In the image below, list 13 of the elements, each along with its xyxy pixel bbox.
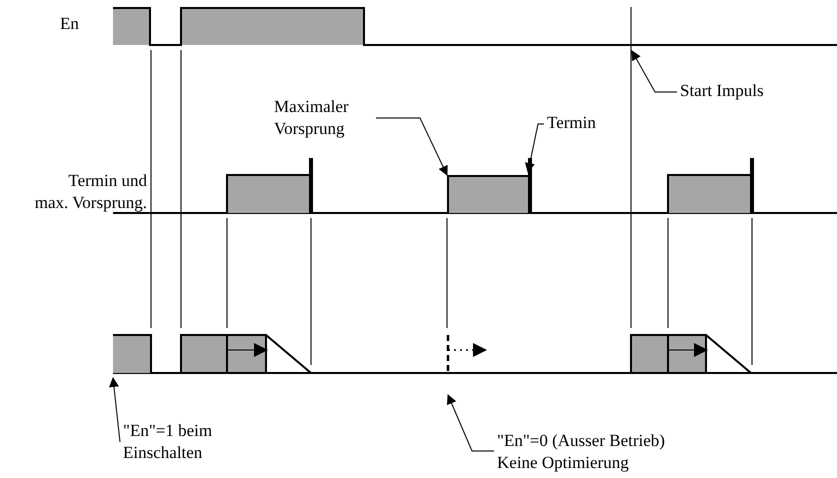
callout-label: "En"=1 beim Einschalten [123, 420, 243, 464]
deadline-bar [528, 158, 532, 213]
pulse-block [447, 175, 530, 213]
callout-label: Maximaler Vorsprung [274, 96, 374, 140]
leader-arrow [632, 50, 678, 92]
leader-arrow [446, 394, 494, 452]
signal-label: Termin und max. Vorsprung. [34, 170, 147, 214]
signal-label: En [60, 13, 80, 35]
leader-arrow [109, 377, 120, 442]
callout-label: Start Impuls [680, 80, 790, 102]
callout-label: Termin [547, 112, 611, 134]
leader-arrow [376, 118, 448, 176]
callout-label: "En"=0 (Ausser Betrieb) Keine Optimierung [497, 430, 697, 474]
